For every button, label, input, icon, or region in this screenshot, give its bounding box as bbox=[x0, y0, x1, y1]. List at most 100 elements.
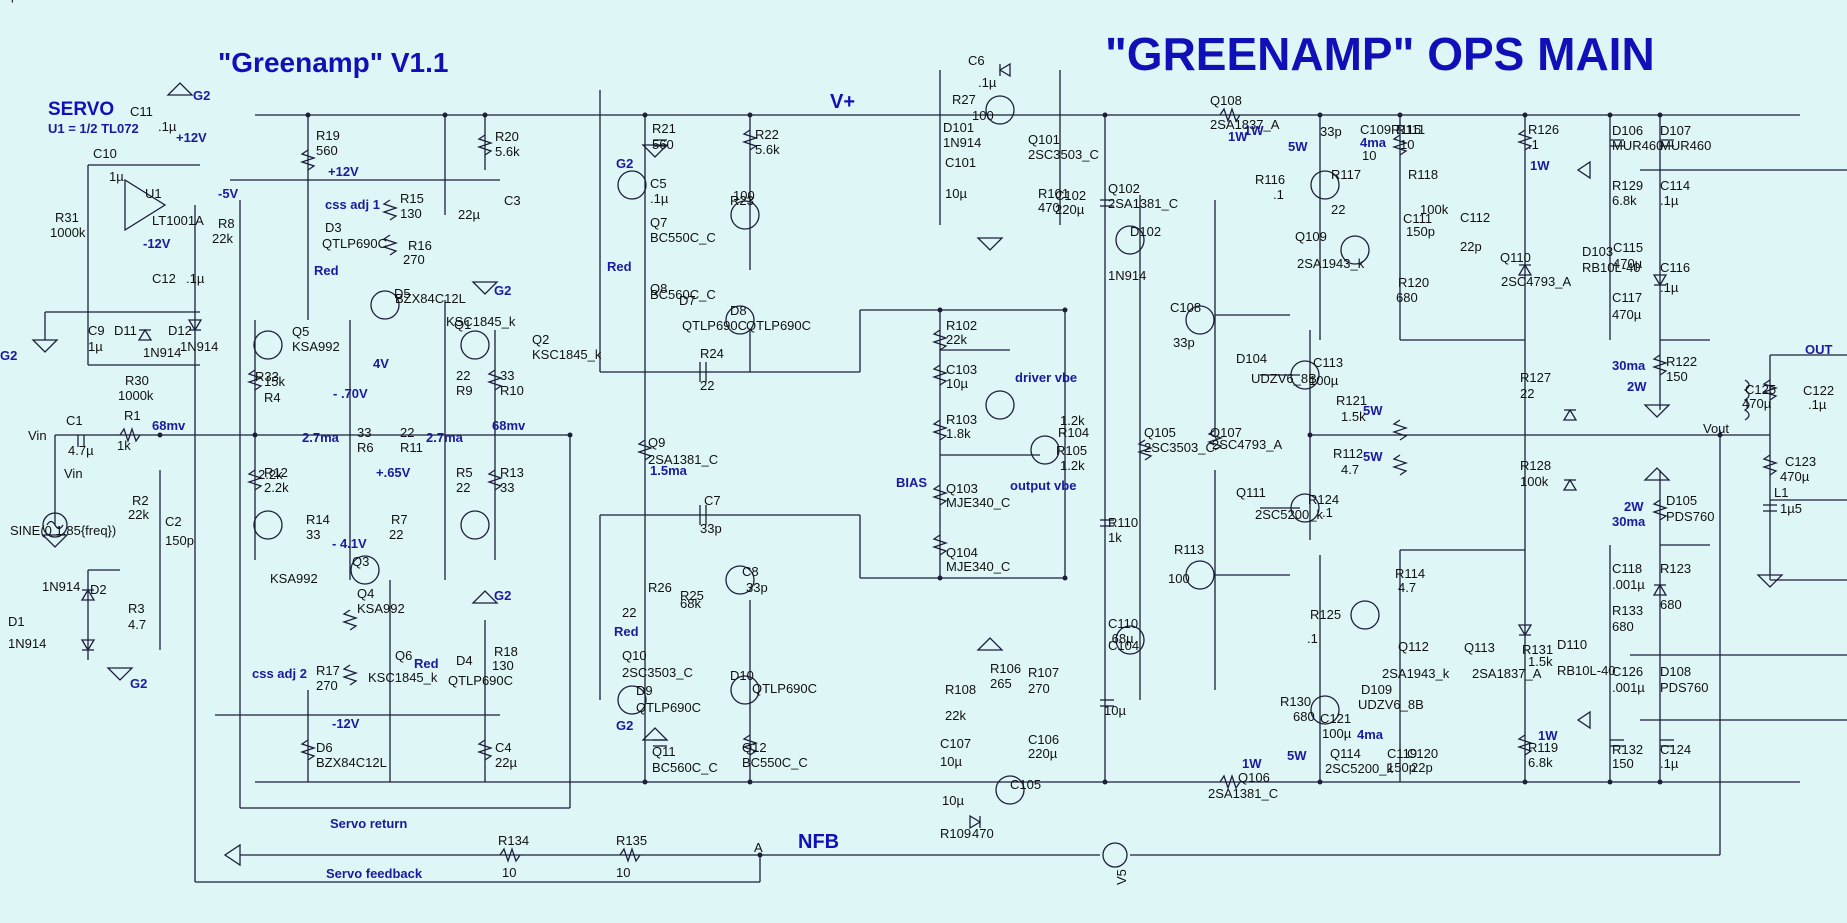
component-label: 1k bbox=[117, 438, 131, 453]
net-driver-vbe: driver vbe bbox=[1015, 370, 1077, 385]
component-label: Q101 bbox=[1028, 132, 1060, 147]
component-label: D4 bbox=[456, 653, 473, 668]
component-label: 5.6k bbox=[755, 142, 780, 157]
component-label: R23 bbox=[730, 193, 754, 208]
component-label: 2SC3503_C bbox=[1144, 440, 1215, 455]
component-label: 100µ bbox=[1322, 726, 1352, 741]
component-label: 2SC3503_C bbox=[1028, 147, 1099, 162]
component-label: C3 bbox=[504, 193, 521, 208]
component-label: 33p bbox=[1320, 124, 1342, 139]
component-label: 1N914 bbox=[1108, 268, 1146, 283]
annotation: 5W bbox=[1287, 748, 1307, 763]
component-label: R130 bbox=[1280, 694, 1311, 709]
component-label: R105 bbox=[1056, 443, 1087, 458]
component-label: Q106 bbox=[1238, 770, 1270, 785]
component-label: D1 bbox=[8, 614, 25, 629]
component-label: .1µ bbox=[650, 191, 669, 206]
component-label: 150p bbox=[1406, 224, 1435, 239]
component-label: 1k bbox=[0, 0, 14, 3]
annotation: Red bbox=[607, 259, 632, 274]
component-label: .1µ bbox=[1660, 280, 1679, 295]
component-label: 1µ bbox=[109, 169, 124, 184]
net-g2-2: G2 bbox=[0, 348, 17, 363]
component-label: 680 bbox=[1612, 619, 1634, 634]
component-label: 470 bbox=[972, 826, 994, 841]
component-label: 150 bbox=[1612, 756, 1634, 771]
component-label: LT1001A bbox=[152, 213, 204, 228]
component-label: R5 bbox=[456, 465, 473, 480]
component-label: R117 bbox=[1331, 167, 1361, 182]
component-label: C114 bbox=[1660, 178, 1690, 193]
component-label: Q2 bbox=[532, 332, 549, 347]
component-label: R132 bbox=[1612, 742, 1643, 757]
component-label: 1N914 bbox=[42, 579, 80, 594]
component-label: QTLP690C bbox=[682, 318, 747, 333]
component-label: 10µ bbox=[1104, 703, 1126, 718]
annotation: 1W bbox=[1530, 158, 1550, 173]
component-label: 2.2k bbox=[258, 467, 283, 482]
component-label: 270 bbox=[1028, 681, 1050, 696]
component-label: 470 bbox=[1038, 200, 1060, 215]
annotation: 1.5ma bbox=[650, 463, 688, 478]
component-label: 22p bbox=[1460, 239, 1482, 254]
component-label: D105 bbox=[1666, 493, 1697, 508]
inductor-l1-symbol bbox=[1743, 379, 1750, 421]
component-label: .1µ bbox=[1660, 756, 1679, 771]
component-label: 5.6k bbox=[495, 144, 520, 159]
component-label: 22k bbox=[0, 0, 21, 3]
component-label: R109 bbox=[940, 826, 971, 841]
servo-title: SERVO bbox=[48, 99, 114, 120]
component-label: 4.7µ bbox=[68, 443, 94, 458]
component-label: R103 bbox=[946, 412, 977, 427]
component-label: RB10L-40 bbox=[1557, 663, 1616, 678]
component-label: Q107 bbox=[1210, 425, 1242, 440]
component-label: R123 bbox=[1660, 561, 1691, 576]
component-label: Q102 bbox=[1108, 181, 1140, 196]
component-label: R1 bbox=[124, 408, 141, 423]
component-label: Q6 bbox=[395, 648, 412, 663]
component-label: R15 bbox=[400, 191, 424, 206]
component-label: .1µ bbox=[0, 0, 19, 3]
component-label: 33 bbox=[357, 425, 371, 440]
component-label: Q113 bbox=[1464, 640, 1495, 655]
component-label: D8 bbox=[730, 303, 747, 318]
component-label: UDZV6_8B bbox=[1251, 371, 1317, 386]
component-label: R114 bbox=[1395, 566, 1425, 581]
component-label: D9 bbox=[636, 683, 653, 698]
component-label: R131 bbox=[1522, 642, 1553, 657]
annotation: 2W bbox=[1627, 379, 1647, 394]
component-label: R14 bbox=[306, 512, 330, 527]
component-label: 270 bbox=[403, 252, 425, 267]
component-label: KSC1845_k bbox=[368, 670, 438, 685]
component-label: R125 bbox=[1310, 607, 1341, 622]
component-label: Q12 bbox=[742, 740, 767, 755]
component-label: R108 bbox=[945, 682, 976, 697]
component-label: 470µ bbox=[1613, 256, 1643, 271]
component-label: R16 bbox=[408, 238, 432, 253]
component-label: 1k bbox=[1108, 530, 1122, 545]
component-label: 1µ bbox=[88, 339, 103, 354]
component-label: C120 bbox=[1407, 746, 1438, 761]
component-label: .68µ bbox=[1108, 631, 1134, 646]
component-label: 22p bbox=[1411, 760, 1433, 775]
component-label: 470µ bbox=[1780, 469, 1810, 484]
component-label: Q109 bbox=[1295, 229, 1327, 244]
component-label: 220µ bbox=[1055, 202, 1085, 217]
component-label: 2SA1943_k bbox=[1382, 666, 1450, 681]
component-label: R24 bbox=[700, 346, 724, 361]
component-label: 1N914 bbox=[143, 345, 181, 360]
component-label: 150 bbox=[1666, 369, 1688, 384]
component-label: C11 bbox=[130, 104, 153, 119]
component-label: R33 bbox=[255, 369, 279, 384]
component-label: C124 bbox=[1660, 742, 1691, 757]
component-label: 33p bbox=[700, 521, 722, 536]
component-label: R8 bbox=[218, 216, 235, 231]
component-label: R111 bbox=[1396, 122, 1425, 137]
component-label: C6 bbox=[968, 53, 985, 68]
component-label: C7 bbox=[704, 493, 721, 508]
component-label: 100µ bbox=[1309, 373, 1339, 388]
annotations: 68mv 68mv 2.7ma 2.7ma +.65V - .70V - 4.1… bbox=[152, 123, 1647, 771]
component-label: PDS760 bbox=[1666, 509, 1714, 524]
component-label: 2SA1837_A bbox=[1472, 666, 1542, 681]
